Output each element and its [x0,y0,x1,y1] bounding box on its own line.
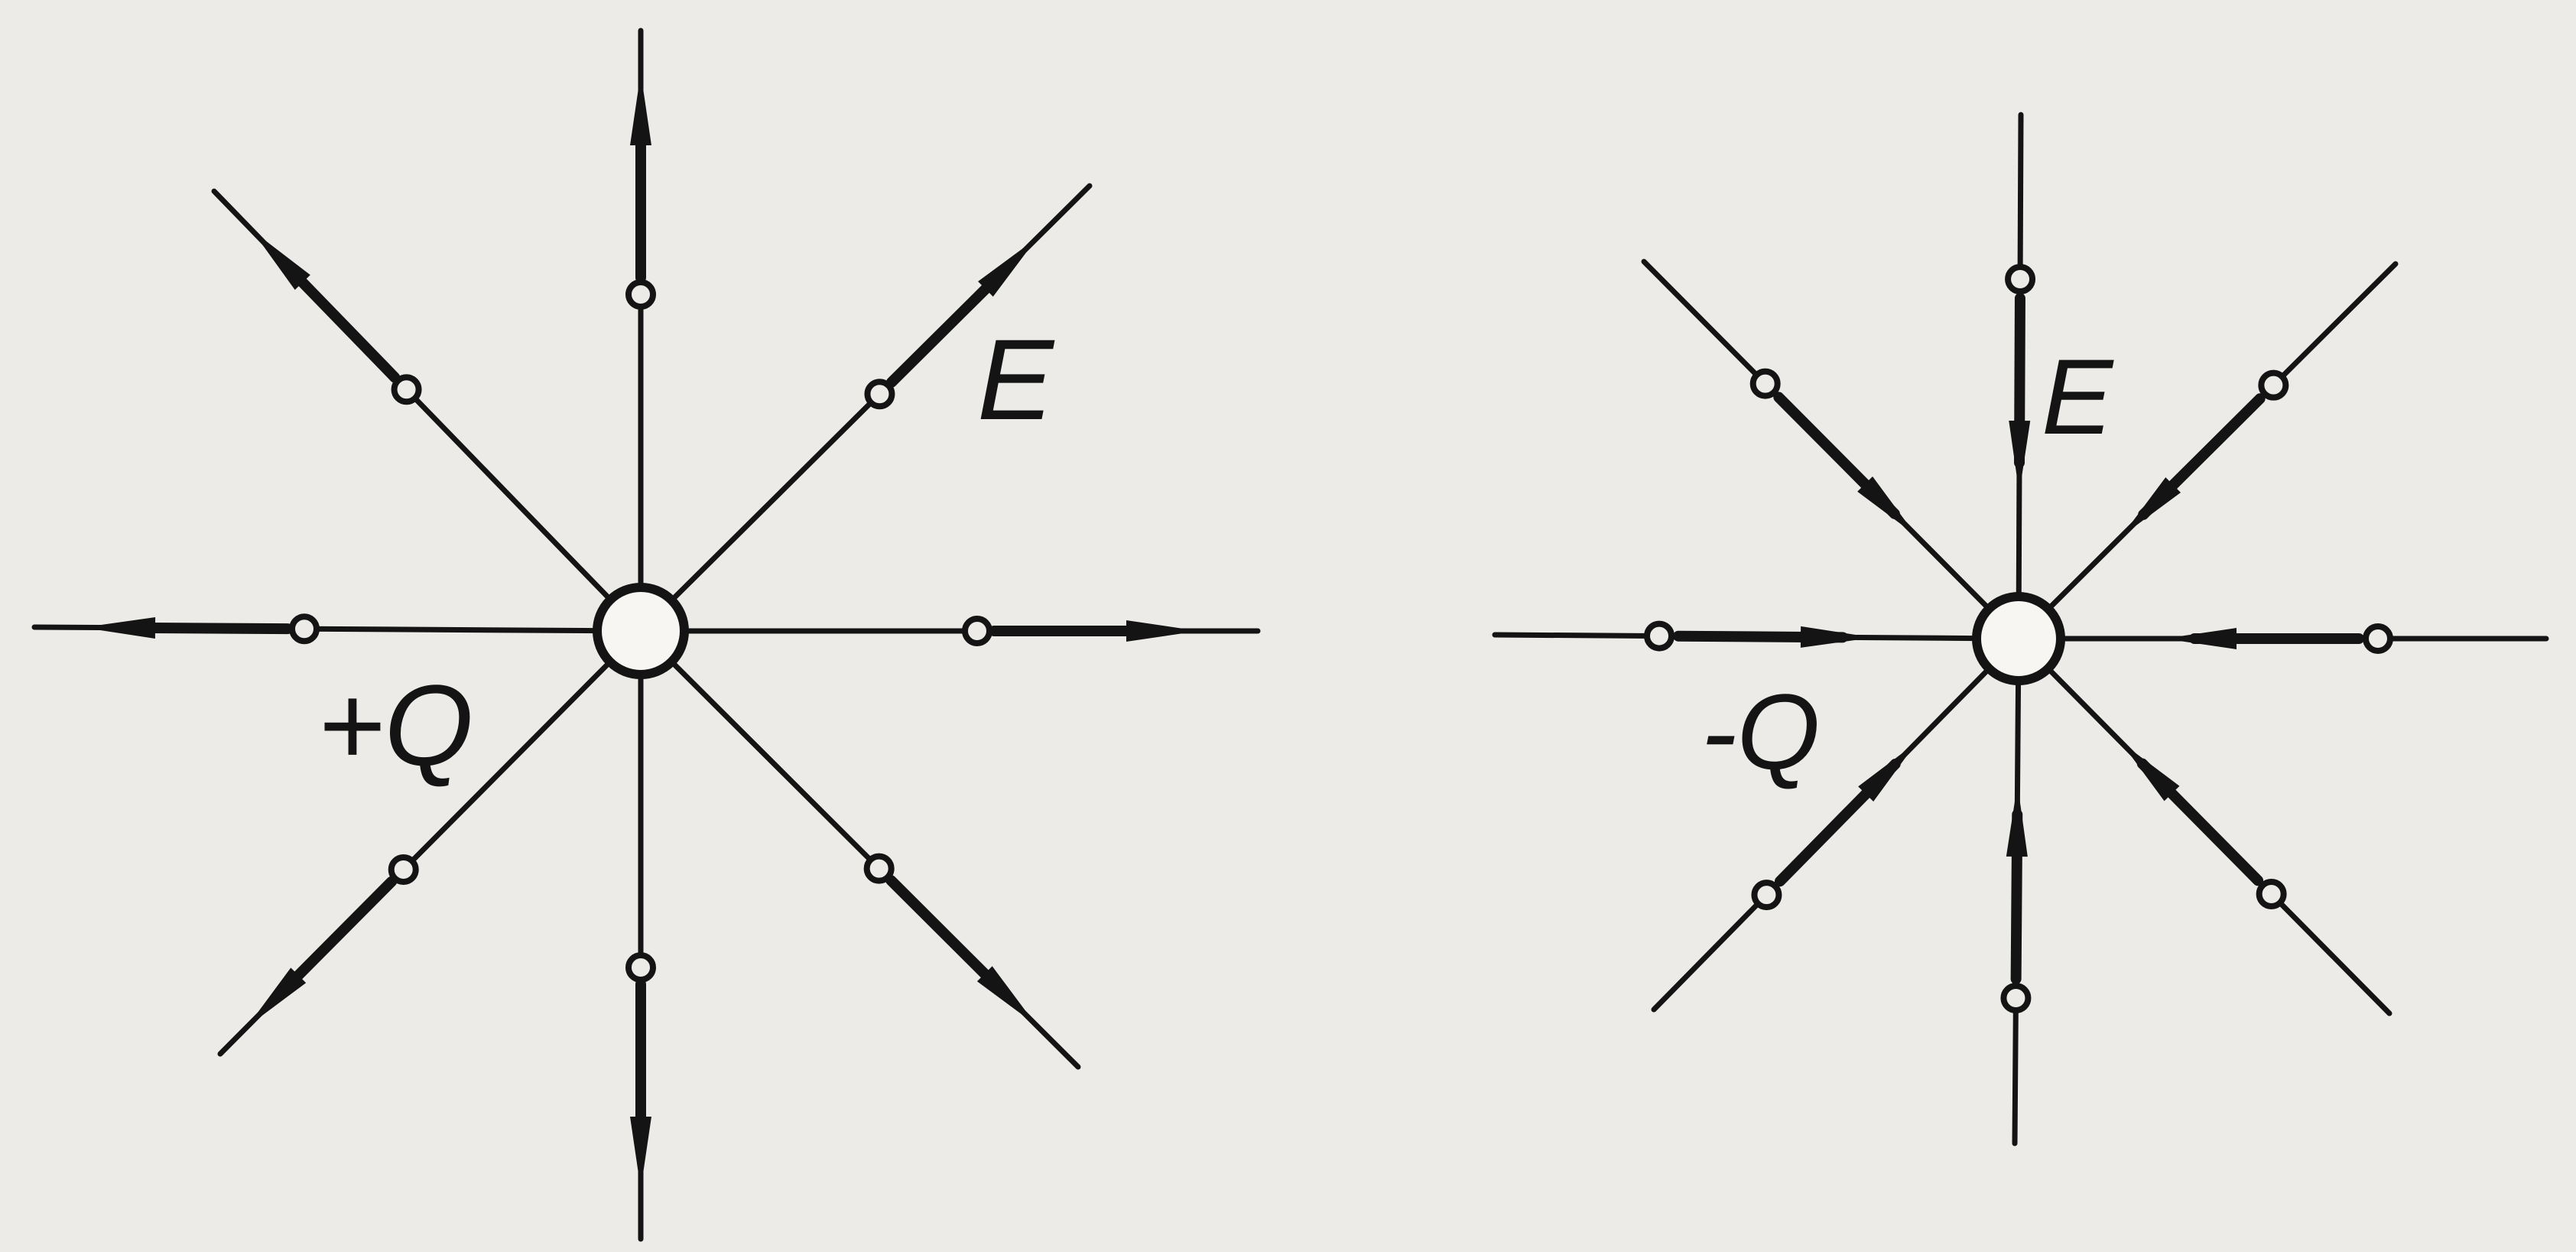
field-line [2000,678,2032,1146]
test-charge-dot [391,374,422,405]
test-charge-dot [863,853,895,884]
positive-charge-field-panel: E +Q [31,28,1261,1242]
field-line [668,659,1081,1070]
field-line [668,183,1093,603]
test-charge-dot [388,854,419,885]
force-arrow-head [2006,783,2028,857]
test-charge-dot [625,952,656,983]
negative-charge-circle [1972,592,2065,685]
field-line [1641,259,1992,612]
force-arrow-head [247,967,307,1027]
positive-charge-circle [593,583,689,679]
field-line [681,616,1261,646]
force-arrow-head [1800,626,1874,648]
field-line [1492,620,1980,652]
field-line [217,659,613,1057]
field-line [211,188,613,603]
force-arrow-head [630,1117,651,1189]
test-charge-dot [1749,368,1781,399]
force-arrow-head [2121,477,2181,537]
test-charge-dot [1751,880,1782,911]
force-arrow-head [976,966,1037,1026]
force-arrow-head [630,73,651,145]
negative-charge-field-panel: E -Q [1492,112,2549,1146]
field-label-e-negative: E [2042,337,2114,457]
test-charge-dot [2005,264,2036,295]
field-line [625,28,656,590]
field-lines-positive [31,28,1261,1242]
force-arrow-shaft [290,876,398,984]
field-line [2045,665,2392,1016]
field-line [625,672,656,1242]
force-arrow-head [1857,476,1917,536]
force-arrow-head [83,616,156,639]
field-line [2045,261,2399,612]
force-arrow-head [978,238,1038,297]
force-arrow-shaft [294,274,401,383]
force-arrow-head [2120,742,2180,802]
force-arrow-head [252,230,310,291]
force-arrow-head [2009,420,2031,494]
field-label-e-positive: E [977,315,1055,444]
force-arrow-head [1126,620,1199,642]
test-charge-dot [625,279,656,310]
force-arrow-head [1858,742,1917,802]
test-charge-dot [864,379,895,410]
charge-label-positive: +Q [317,661,473,789]
test-charge-dot [2256,879,2287,910]
field-line [1651,665,1992,1013]
test-charge-dot [2363,623,2393,654]
test-charge-dot [962,616,992,646]
field-line [31,613,600,645]
force-arrow-shaft [886,281,994,388]
charge-label-negative: -Q [1701,672,1821,792]
test-charge-dot [2000,982,2032,1013]
field-line [2005,112,2036,600]
field-lines-negative [1492,112,2549,1146]
test-charge-dot [2258,369,2289,401]
field-line [2058,623,2549,654]
test-charge-dot [1644,620,1675,652]
force-arrow-head [2164,628,2237,649]
force-arrow-shaft [885,875,993,982]
force-arrow-shaft [146,622,294,635]
test-charge-dot [289,613,320,645]
